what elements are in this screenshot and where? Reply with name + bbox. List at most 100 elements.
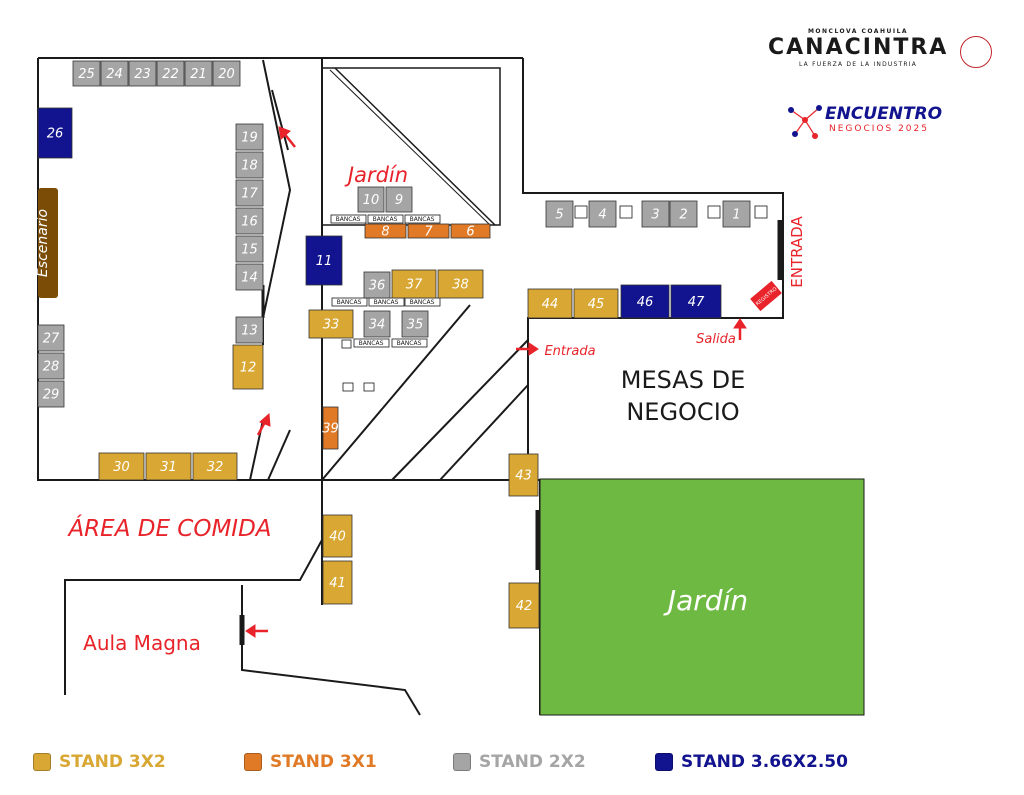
stand-box[interactable] [620, 284, 670, 319]
stand-box[interactable] [722, 200, 751, 228]
stand-41[interactable]: 41 [322, 560, 353, 605]
stand-7[interactable]: 7 [407, 223, 450, 240]
stand-45[interactable]: 45 [573, 288, 619, 319]
stand-47[interactable]: 47 [670, 284, 722, 319]
arrow-icon [516, 342, 539, 356]
stand-29[interactable]: 29 [37, 380, 65, 408]
stand-21[interactable]: 21 [184, 60, 213, 87]
stand-box[interactable] [235, 235, 264, 263]
legend-label: STAND 2X2 [479, 752, 586, 772]
stand-19[interactable]: 19 [235, 123, 264, 151]
stand-box[interactable] [527, 288, 573, 319]
stand-28[interactable]: 28 [37, 352, 65, 380]
stand-box[interactable] [308, 309, 354, 339]
stand-box[interactable] [508, 582, 540, 629]
stand-13[interactable]: 13 [235, 316, 264, 344]
stand-box[interactable] [235, 123, 264, 151]
stand-12[interactable]: 12 [232, 344, 264, 390]
stand-box[interactable] [235, 207, 264, 235]
stand-box[interactable] [72, 60, 101, 87]
legend-item-3x2: STAND 3X2 [33, 752, 166, 772]
stand-box[interactable] [407, 223, 450, 239]
stand-33[interactable]: 33 [308, 309, 354, 339]
stand-box[interactable] [508, 453, 539, 497]
stand-box[interactable] [385, 186, 413, 213]
stand-36[interactable]: 36 [363, 271, 391, 299]
stand-24[interactable]: 24 [100, 60, 129, 87]
stand-14[interactable]: 14 [235, 263, 264, 291]
stand-box[interactable] [363, 271, 391, 299]
stand-5[interactable]: 5 [545, 200, 574, 228]
stand-35[interactable]: 35 [401, 310, 429, 338]
stand-box[interactable] [305, 235, 343, 286]
stand-box[interactable] [363, 310, 391, 338]
stand-3[interactable]: 3 [641, 200, 670, 228]
stand-17[interactable]: 17 [235, 179, 264, 207]
stand-44[interactable]: 44 [527, 288, 573, 319]
stand-9[interactable]: 9 [385, 186, 413, 213]
stand-box[interactable] [322, 406, 339, 450]
stand-25[interactable]: 25 [72, 60, 101, 87]
stand-40[interactable]: 40 [322, 514, 353, 558]
stand-box[interactable] [322, 560, 353, 605]
stand-box[interactable] [450, 223, 491, 239]
stand-box[interactable] [192, 452, 238, 481]
stand-box[interactable] [235, 316, 264, 344]
stand-box[interactable] [128, 60, 157, 87]
stand-box[interactable] [100, 60, 129, 87]
stand-11[interactable]: 11 [305, 235, 343, 286]
stand-box[interactable] [641, 200, 670, 228]
stand-23[interactable]: 23 [128, 60, 157, 87]
stand-box[interactable] [401, 310, 429, 338]
stand-box[interactable] [391, 269, 437, 299]
stand-box[interactable] [670, 284, 722, 319]
stand-18[interactable]: 18 [235, 151, 264, 179]
stand-box[interactable] [232, 344, 264, 390]
stand-box[interactable] [545, 200, 574, 228]
stand-6[interactable]: 6 [450, 223, 491, 240]
stand-box[interactable] [357, 186, 385, 213]
stand-27[interactable]: 27 [37, 324, 65, 352]
stand-22[interactable]: 22 [156, 60, 185, 87]
stand-1[interactable]: 1 [722, 200, 751, 228]
stand-43[interactable]: 43 [508, 453, 539, 497]
stand-box[interactable] [184, 60, 213, 87]
stand-box[interactable] [212, 60, 241, 87]
stand-box[interactable] [235, 179, 264, 207]
garden-big-label: Jardín [663, 584, 748, 617]
stand-box[interactable] [364, 223, 407, 239]
stand-box[interactable] [37, 324, 65, 352]
stand-box[interactable] [98, 452, 145, 481]
stand-10[interactable]: 10 [357, 186, 385, 213]
stand-38[interactable]: 38 [437, 269, 484, 299]
stand-2[interactable]: 2 [669, 200, 698, 228]
stand-15[interactable]: 15 [235, 235, 264, 263]
stand-4[interactable]: 4 [588, 200, 617, 228]
stand-box[interactable] [235, 263, 264, 291]
stand-number: 5 [555, 208, 563, 223]
stand-box[interactable] [573, 288, 619, 319]
stand-box[interactable] [322, 514, 353, 558]
bench-label: BANCAS [359, 340, 384, 347]
stand-box[interactable] [37, 380, 65, 408]
stand-16[interactable]: 16 [235, 207, 264, 235]
stand-box[interactable] [588, 200, 617, 228]
stand-box[interactable] [37, 107, 73, 159]
stand-46[interactable]: 46 [620, 284, 670, 319]
stand-box[interactable] [235, 151, 264, 179]
stand-26[interactable]: 26 [37, 107, 73, 159]
stand-box[interactable] [145, 452, 192, 481]
stand-34[interactable]: 34 [363, 310, 391, 338]
stand-39[interactable]: 39 [322, 406, 339, 450]
stand-42[interactable]: 42 [508, 582, 540, 629]
stand-31[interactable]: 31 [145, 452, 192, 481]
stand-37[interactable]: 37 [391, 269, 437, 299]
stand-30[interactable]: 30 [98, 452, 145, 481]
stand-box[interactable] [437, 269, 484, 299]
stand-20[interactable]: 20 [212, 60, 241, 87]
stand-box[interactable] [669, 200, 698, 228]
stand-8[interactable]: 8 [364, 223, 407, 240]
stand-box[interactable] [156, 60, 185, 87]
stand-32[interactable]: 32 [192, 452, 238, 481]
stand-box[interactable] [37, 352, 65, 380]
